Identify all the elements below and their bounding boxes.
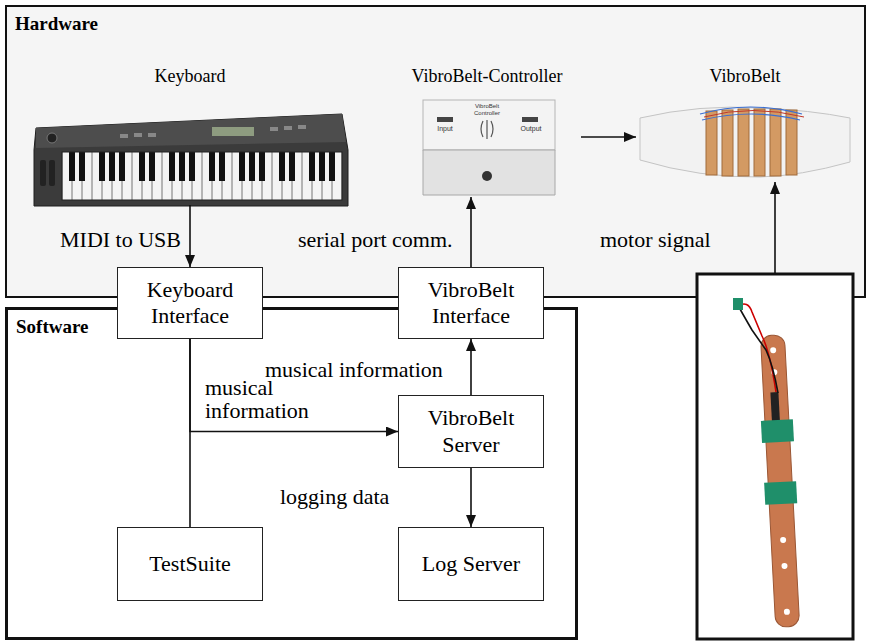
photo-arrow (774, 182, 776, 274)
motor-strip (722, 110, 733, 176)
edge-label: MIDI to USB (60, 228, 181, 251)
motor-strip-photo (756, 334, 803, 627)
node-label: Log Server (422, 551, 520, 577)
keyboard-display (212, 127, 254, 136)
wire-connector (733, 298, 743, 310)
connector-arrow (189, 205, 191, 267)
hardware-border (5, 296, 697, 298)
process-box: Keyboard Interface (117, 267, 263, 339)
black-wire (740, 309, 778, 393)
photo-panel (697, 274, 853, 639)
motor-strip (706, 111, 717, 175)
device-print: Output (517, 125, 545, 133)
edge-label: motor signal (600, 228, 711, 251)
device-figure: VibroBelt-Controller (393, 66, 581, 197)
process-box: VibroBelt Server (398, 395, 544, 468)
connector-arrow (190, 339, 398, 432)
keyboard-button (284, 126, 292, 130)
belt-band (640, 107, 850, 177)
node-label: VibroBelt-Controller (393, 66, 581, 87)
keyboard-button (148, 133, 156, 137)
input-slot (437, 117, 453, 122)
keyboard-button (120, 134, 128, 138)
strip-hole (770, 347, 776, 353)
region-panel: HardwareKeyboardVibroBelt-ControllerVibr… (5, 5, 866, 297)
node-label: Keyboard (31, 66, 349, 87)
keyboard-button (134, 133, 142, 137)
strip-hole (784, 609, 790, 615)
device-figure: VibroBelt (636, 66, 854, 180)
edge-label: musical information (265, 358, 443, 381)
output-slot (522, 117, 538, 122)
node-label: Keyboard Interface (126, 277, 254, 330)
edge-label: logging data (280, 485, 389, 508)
device-print: VibroBelt Controller (465, 103, 509, 116)
connector-arrow (470, 197, 472, 267)
edge-label: musical information (205, 376, 330, 422)
keyboard-panel (36, 114, 346, 148)
node-label: VibroBelt (636, 66, 854, 87)
process-box: Log Server (398, 527, 544, 601)
keyboard-knob (47, 133, 57, 143)
controller-top (423, 100, 555, 150)
connector-arrow (581, 136, 636, 138)
strip-hole (780, 537, 786, 543)
mod-wheel (49, 160, 55, 186)
motor-strip (770, 109, 781, 176)
node-label: TestSuite (149, 551, 231, 577)
hardware-ground (5, 5, 866, 297)
connector-arrow (470, 339, 472, 395)
motor-strip (754, 109, 765, 176)
edge-label: serial port comm. (298, 228, 453, 251)
node-label: VibroBelt Interface (407, 277, 535, 330)
belt-wires (704, 111, 804, 118)
green-tape (761, 419, 794, 443)
keyboard-button (298, 125, 306, 129)
keyboard-button (270, 127, 278, 131)
keyboard-body (34, 114, 348, 206)
device-figure: Keyboard (31, 66, 349, 205)
connector-arrow (470, 468, 472, 527)
connector-arrow (189, 339, 191, 527)
controller-front (423, 150, 555, 195)
motor-strip (738, 109, 749, 176)
copper-strip (760, 335, 799, 628)
node-label: Software (16, 316, 88, 338)
controller-icon (481, 120, 493, 139)
node-label: Hardware (15, 13, 98, 35)
node-label: VibroBelt Server (407, 405, 535, 458)
device-print: Input (433, 125, 457, 133)
controller-hole (482, 171, 492, 181)
motor-strip (786, 110, 797, 175)
keyboard-keys (62, 152, 342, 200)
process-box: VibroBelt Interface (398, 267, 544, 339)
green-tape (764, 481, 797, 505)
process-box: TestSuite (117, 527, 263, 601)
strip-hole (781, 563, 787, 569)
pitch-wheel (40, 160, 46, 186)
region-panel: SoftwareVibroBelt ServerTestSuite Log Ser… (5, 307, 578, 640)
